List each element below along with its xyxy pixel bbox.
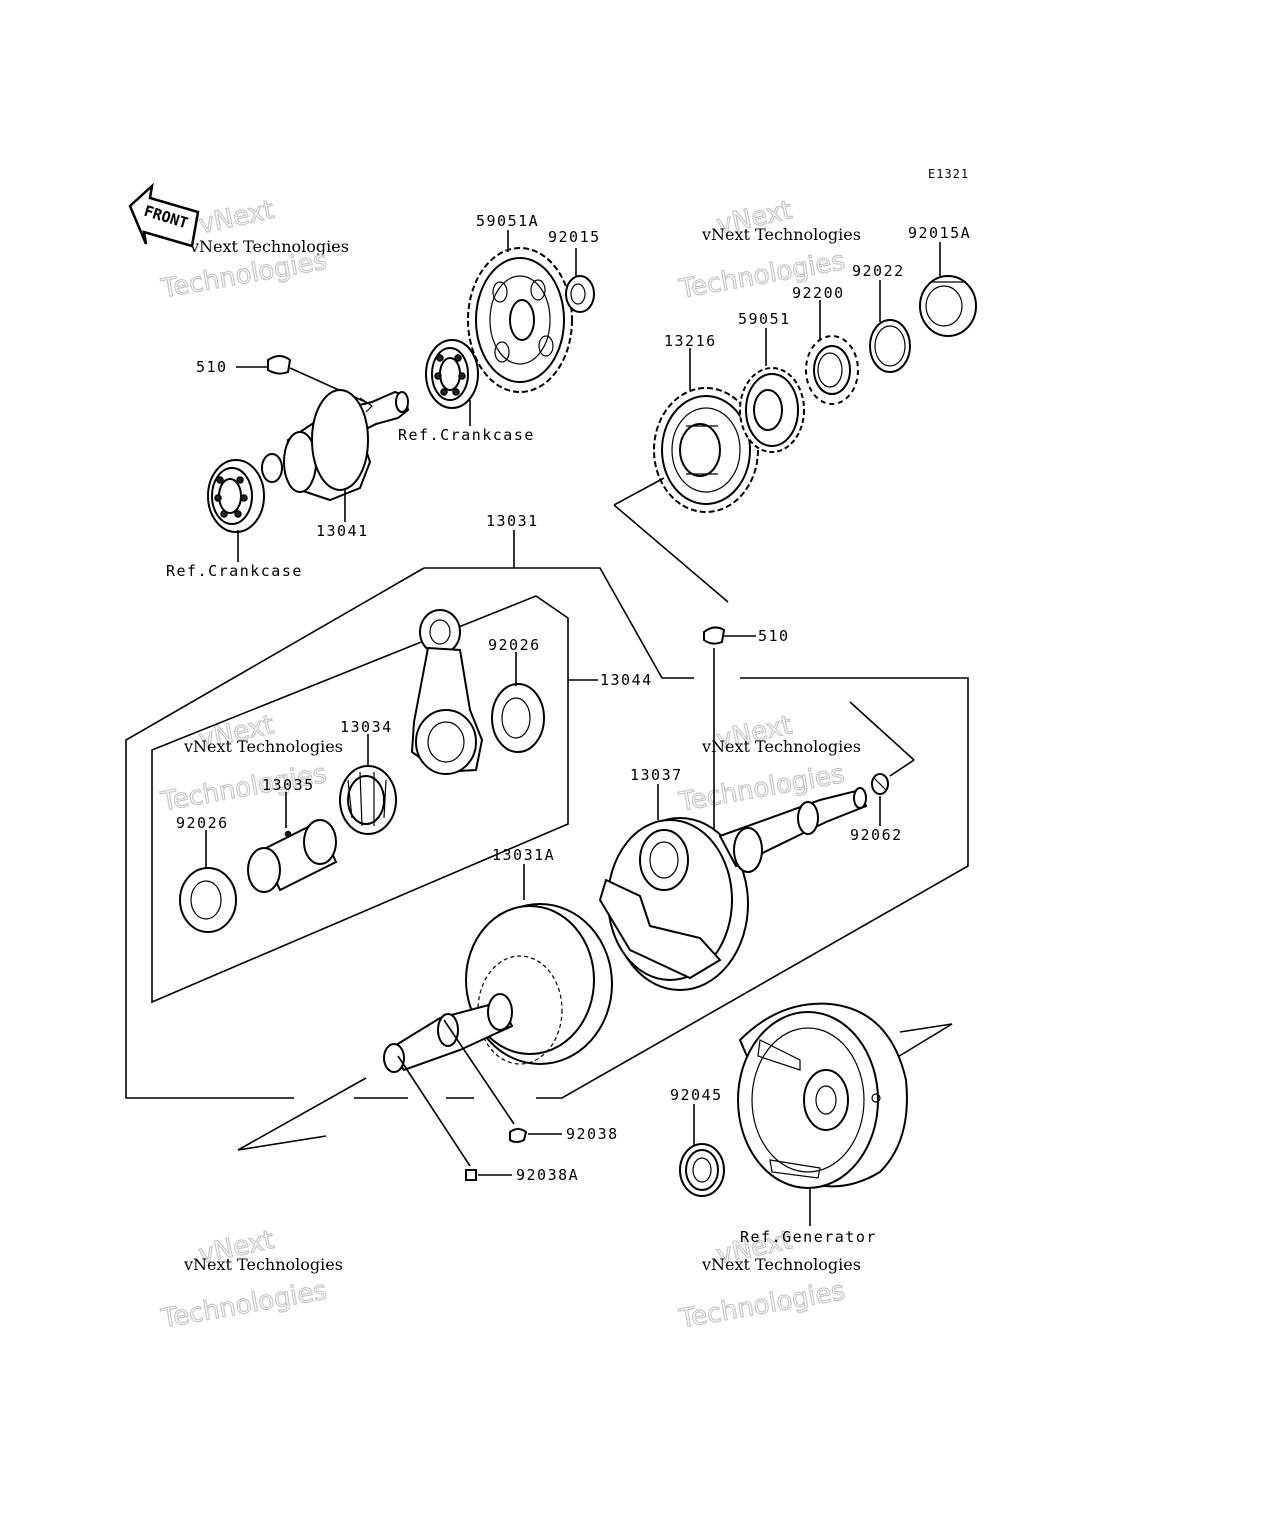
part-oil-seal-92045 [679,1143,725,1197]
part-balancer-shaft-13041 [261,389,410,502]
part-bearing-left [207,459,265,533]
part-key-510-top [267,355,292,375]
label-510-top: 510 [196,358,228,376]
label-92022: 92022 [852,262,905,280]
svg-text:vNext Technologies: vNext Technologies [189,237,349,256]
label-ref-crankcase-top: Ref.Crankcase [398,426,535,444]
svg-text:Technologies: Technologies [677,1276,848,1335]
label-13031: 13031 [486,512,539,530]
label-92015: 92015 [548,228,601,246]
label-ref-crankcase-left: Ref.Crankcase [166,562,303,580]
label-13031A: 13031A [492,846,555,864]
label-13037: 13037 [630,766,683,784]
front-arrow-icon: FRONT [128,182,200,248]
part-nut-92015A [919,275,977,337]
part-gear-59051A [467,247,573,393]
watermark-mid-right: vNext vNext Technologies Technologies [676,710,861,819]
part-bearing-top [425,339,479,409]
diagram-code: E1321 [928,167,969,181]
label-13034: 13034 [340,718,393,736]
part-needle-bearing-13034 [339,765,397,835]
label-92200: 92200 [792,284,845,302]
label-13041: 13041 [316,522,369,540]
svg-text:vNext Technologies: vNext Technologies [701,1255,861,1274]
part-nut-92015 [565,275,595,313]
label-13044: 13044 [600,671,653,689]
label-92038A: 92038A [516,1166,579,1184]
label-92038: 92038 [566,1125,619,1143]
part-key-92038 [509,1128,528,1143]
part-gear-59051 [739,367,805,453]
label-92026-right: 92026 [488,636,541,654]
part-washer-92026-right [491,683,545,753]
part-crank-half-13037 [598,787,868,991]
watermark-bottom-left: vNext vNext Technologies Technologies [158,1224,343,1335]
svg-text:vNext Technologies: vNext Technologies [183,1255,343,1274]
svg-text:vNext: vNext [196,195,277,240]
label-510-mid: 510 [758,627,790,645]
part-crank-half-13031A [383,903,613,1073]
label-92062: 92062 [850,826,903,844]
part-key-510-mid [703,626,726,645]
label-ref-generator: Ref.Generator [740,1228,877,1246]
label-13216: 13216 [664,332,717,350]
label-92015A: 92015A [908,224,971,242]
label-13035: 13035 [262,776,315,794]
part-ring-92022 [869,319,911,373]
part-gear-13216 [653,387,759,513]
svg-text:vNext Technologies: vNext Technologies [183,737,343,756]
part-plug-92062 [871,773,889,795]
watermark-mid-left: vNext vNext Technologies Technologies [158,709,343,818]
part-connecting-rod [410,609,484,775]
label-92026-left: 92026 [176,814,229,832]
part-washer-92200 [805,335,859,405]
label-59051: 59051 [738,310,791,328]
part-washer-92026-left [179,867,237,933]
svg-text:Technologies: Technologies [158,1276,329,1335]
label-59051A: 59051A [476,212,539,230]
part-crank-pin-13035 [247,819,338,893]
label-92045: 92045 [670,1086,723,1104]
part-flywheel-generator [737,1002,908,1189]
svg-text:vNext Technologies: vNext Technologies [701,737,861,756]
part-key-92038A [465,1169,477,1181]
svg-text:vNext Technologies: vNext Technologies [701,225,861,244]
